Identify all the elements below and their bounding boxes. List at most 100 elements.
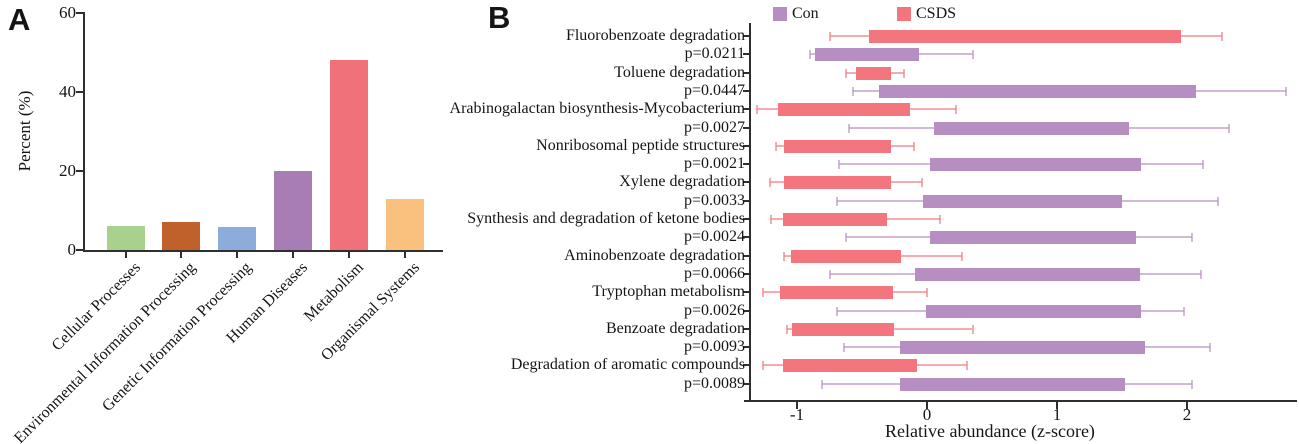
b-row-tick [743, 35, 750, 37]
b-row-tick [743, 144, 750, 147]
a-y-tick [76, 249, 83, 251]
b-row-tick [743, 126, 750, 129]
b-whisker-cap [971, 324, 974, 334]
b-whisker-cap [913, 141, 915, 151]
b-whisker-cap [961, 251, 964, 261]
b-row-label-pvalue: p=0.0211 [684, 45, 745, 63]
b-whisker-cap [836, 196, 839, 206]
b-bar-csds [782, 213, 887, 226]
b-whisker-cap [828, 269, 831, 279]
b-row-tick [743, 199, 750, 202]
b-whisker-cap [971, 50, 974, 60]
b-bar-csds [784, 139, 891, 153]
b-bar-con [929, 231, 1137, 245]
b-whisker-cap [966, 361, 969, 371]
b-x-tick [926, 402, 928, 409]
b-whisker-cap [851, 86, 854, 96]
b-whisker-cap [1217, 196, 1220, 206]
b-whisker-cap [926, 288, 928, 298]
b-whisker-cap [902, 68, 905, 78]
a-bar [330, 60, 369, 250]
b-bar-csds [791, 322, 895, 336]
b-x-tick-label: 0 [922, 405, 932, 424]
b-row-tick [743, 309, 750, 312]
b-whisker-cap [762, 361, 765, 371]
a-x-tick [292, 252, 295, 258]
a-x-tick [404, 252, 406, 258]
b-x-tick-label: 2 [1182, 405, 1192, 424]
b-row-tick [743, 382, 750, 385]
b-row-label-pathway: Benzoate degradation [605, 319, 745, 337]
a-y-tick [76, 170, 83, 172]
b-whisker-cap [837, 160, 840, 170]
a-category-label: Cellular Processes [48, 259, 144, 355]
a-x-tick [124, 252, 127, 258]
b-x-axis-title: Relative abundance (z-score) [885, 421, 1095, 441]
a-bar [274, 171, 313, 250]
a-x-tick [236, 252, 239, 258]
b-whisker-cap [845, 233, 848, 243]
a-y-tick-label: 20 [59, 161, 76, 180]
a-x-tick [180, 252, 183, 258]
b-row-tick [743, 236, 750, 239]
b-bar-con [815, 48, 920, 62]
b-whisker-cap [1200, 269, 1203, 279]
b-row-tick [743, 181, 750, 184]
b-whisker-cap [1191, 379, 1194, 389]
legend-swatch-csds [897, 7, 911, 21]
b-bar-csds [777, 103, 911, 117]
b-whisker-cap [1227, 123, 1230, 133]
b-row-tick [743, 53, 750, 56]
b-whisker-cap [1209, 343, 1212, 353]
b-row-label-pathway: Degradation of aromatic compounds [510, 356, 745, 374]
b-row-tick [743, 254, 750, 257]
b-whisker-cap [1221, 32, 1224, 41]
b-bar-con [933, 121, 1129, 135]
b-bar-csds [782, 359, 917, 373]
b-bar-con [899, 377, 1125, 391]
a-y-tick-label: 60 [59, 3, 76, 22]
a-bar [162, 222, 201, 250]
b-row-label-pvalue: p=0.0021 [683, 155, 745, 173]
b-bar-con [929, 158, 1142, 172]
b-whisker-cap [939, 215, 941, 224]
b-row-tick [743, 108, 750, 111]
legend-label-con: Con [792, 5, 819, 22]
b-whisker-cap [845, 68, 848, 78]
a-y-tick [76, 12, 83, 14]
b-x-tick [1186, 402, 1188, 409]
b-row-label-pvalue: p=0.0027 [683, 118, 745, 136]
a-y-tick-label: 0 [67, 240, 77, 259]
b-row-label-pvalue: p=0.0093 [683, 338, 745, 356]
a-x-axis [83, 250, 443, 252]
a-y-axis-title: Percent (%) [15, 90, 34, 172]
b-whisker-cap [755, 105, 758, 115]
b-whisker-cap [1183, 306, 1186, 316]
b-whisker-cap [820, 379, 823, 389]
b-row-label-pathway: Aminobenzoate degradation [564, 246, 745, 264]
legend-label-csds: CSDS [916, 5, 957, 22]
b-row-tick [743, 291, 750, 294]
b-x-tick-label: -1 [789, 405, 805, 424]
b-bar-con [925, 304, 1142, 318]
b-row-tick [743, 327, 750, 330]
b-whisker-cap [836, 306, 839, 316]
panel-a-label: A [8, 2, 31, 37]
b-whisker-cap [920, 178, 923, 188]
b-row-label-pvalue: p=0.0033 [683, 191, 745, 209]
b-x-tick-label: 1 [1052, 405, 1062, 424]
b-row-label-pvalue: p=0.0066 [683, 264, 745, 282]
b-row-tick [743, 272, 750, 275]
b-whisker-cap [848, 123, 850, 133]
b-bar-con [915, 267, 1141, 281]
a-x-tick [348, 252, 351, 258]
b-row-label-pathway: Toluene degradation [614, 63, 745, 81]
b-bar-con [923, 194, 1122, 208]
b-row-label-pathway: Nonribosomal peptide structures [536, 136, 745, 154]
b-whisker-cap [809, 50, 811, 60]
b-whisker-cap [785, 324, 788, 334]
b-row-tick [743, 346, 750, 349]
b-row-label-pathway: Arabinogalactan biosynthesis-Mycobacteri… [449, 100, 745, 118]
a-y-tick-label: 40 [59, 82, 76, 101]
b-row-label-pvalue: p=0.0024 [683, 228, 745, 246]
